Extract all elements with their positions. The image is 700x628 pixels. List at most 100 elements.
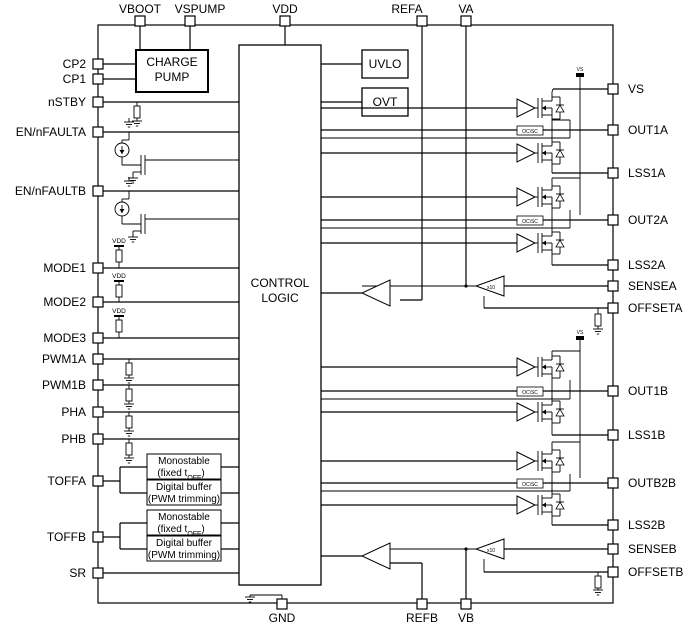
pin-refa <box>416 15 428 27</box>
pin-cp2-label: CP2 <box>63 57 87 71</box>
pin-vs <box>607 83 619 95</box>
pin-mode2 <box>92 296 104 308</box>
ocsc-b1-label: OC\SC <box>522 390 538 396</box>
ovt-block <box>361 87 409 117</box>
pin-refb <box>416 598 428 610</box>
bridge-b: VS OC\SC OC\SC <box>321 330 608 596</box>
pin-offsetb-label: OFFSETB <box>628 565 683 579</box>
pin-pwm1a-label: PWM1A <box>42 352 86 366</box>
monostable-a-label-2-main: (fixed t <box>157 468 187 479</box>
left-pins: CP2 CP1 nSTBY EN/nFAULTA EN/nFAULTB MODE… <box>15 57 104 580</box>
pin-offseta-label: OFFSETA <box>628 301 682 315</box>
pin-vboot-label: VBOOT <box>119 2 162 16</box>
pin-vdd <box>279 15 291 27</box>
monostable-b-label-2-sub: OFF <box>187 531 201 538</box>
pin-vspump-label: VSPUMP <box>175 2 226 16</box>
pin-outb2b-label: OUTB2B <box>628 476 676 490</box>
pin-pha-label: PHA <box>61 405 86 419</box>
pin-en-nfaulta <box>92 126 104 138</box>
pin-lss2a-label: LSS2A <box>628 258 665 272</box>
uvlo-label: UVLO <box>369 57 402 71</box>
pin-en-nfaultb <box>92 185 104 197</box>
monostable-a-label-2-sub: OFF <box>187 475 201 482</box>
charge-pump-label-1: CHARGE <box>146 55 197 69</box>
pin-mode2-label: MODE2 <box>43 295 86 309</box>
pin-vspump <box>184 15 196 27</box>
pin-pwm1b <box>92 379 104 391</box>
sense-amp-a-gain: x10 <box>487 285 495 291</box>
pin-outb2b <box>607 477 619 489</box>
monostable-a-label-1: Monostable <box>158 456 210 467</box>
ocsc-b2-label: OC\SC <box>522 482 538 488</box>
mode1-vdd-label: VDD <box>112 238 126 245</box>
pin-sensea-label: SENSEA <box>628 279 677 293</box>
pin-en-nfaulta-label: EN/nFAULTA <box>16 125 86 139</box>
pin-offsetb <box>607 566 619 578</box>
ovt-label: OVT <box>373 95 398 109</box>
comparator-b <box>360 542 391 570</box>
pin-vdd-label: VDD <box>272 2 298 16</box>
pin-toffa <box>92 475 104 487</box>
pin-mode3-label: MODE3 <box>43 331 86 345</box>
pin-lss1b <box>607 429 619 441</box>
pin-offseta <box>607 302 619 314</box>
right-pins: VS OUT1A LSS1A OUT2A LSS2A SENSEA OFFSET… <box>607 82 683 579</box>
pin-vb <box>460 598 472 610</box>
pin-mode1-label: MODE1 <box>43 261 86 275</box>
monostable-b-label-2: (fixed tOFF) <box>157 524 204 538</box>
pin-gnd <box>276 598 288 610</box>
pin-sr-label: SR <box>69 566 86 580</box>
pin-out1a-label: OUT1A <box>628 123 668 137</box>
pin-toffb <box>92 531 104 543</box>
pin-nstby-label: nSTBY <box>48 95 86 109</box>
pin-toffa-label: TOFFA <box>48 474 86 488</box>
mode2-vdd-label: VDD <box>112 273 126 280</box>
pin-out1a <box>607 124 619 136</box>
pin-lss1a <box>607 167 619 179</box>
pin-vboot <box>134 15 146 27</box>
pin-vs-label: VS <box>628 82 644 96</box>
pin-senseb <box>607 543 619 555</box>
vs-local-b-label: VS <box>577 330 584 336</box>
digital-buffer-b-label-2: (PWM trimming) <box>148 550 220 561</box>
bridge-a: VS OC\SC OC\SC <box>321 67 608 335</box>
control-logic-label-1: CONTROL <box>251 276 310 290</box>
charge-pump-label-2: PUMP <box>155 70 190 84</box>
sense-amp-b <box>474 538 505 560</box>
pin-va-label: VA <box>458 2 473 16</box>
control-logic-label-2: LOGIC <box>261 291 299 305</box>
pin-lss1b-label: LSS1B <box>628 428 665 442</box>
pin-cp1 <box>92 73 104 85</box>
monostable-b-block <box>146 509 222 536</box>
pin-gnd-label: GND <box>269 611 296 625</box>
pin-vb-label: VB <box>458 611 474 625</box>
mode3-vdd-label: VDD <box>112 308 126 315</box>
vs-local-a-label: VS <box>577 67 584 73</box>
pin-mode1 <box>92 262 104 274</box>
pin-out2a <box>607 214 619 226</box>
pin-senseb-label: SENSEB <box>628 542 677 556</box>
digital-buffer-b-label-1: Digital buffer <box>156 538 213 549</box>
pin-mode3 <box>92 332 104 344</box>
pin-cp2 <box>92 58 104 70</box>
control-logic-block <box>238 44 322 586</box>
monostable-b-label-1: Monostable <box>158 512 210 523</box>
sense-amp-b-gain: x10 <box>487 548 495 554</box>
monostable-a-block <box>146 453 222 480</box>
sense-amp-a <box>474 275 505 297</box>
pin-va <box>460 15 472 27</box>
monostable-b-label-2-main: (fixed t <box>157 524 187 535</box>
pin-sr <box>92 567 104 579</box>
pin-lss1a-label: LSS1A <box>628 166 665 180</box>
pin-out1b-label: OUT1B <box>628 384 668 398</box>
pin-cp1-label: CP1 <box>63 72 87 86</box>
pin-nstby <box>92 96 104 108</box>
charge-pump-block <box>135 49 209 93</box>
pin-pwm1b-label: PWM1B <box>42 378 86 392</box>
pin-sensea <box>607 280 619 292</box>
pin-out2a-label: OUT2A <box>628 213 668 227</box>
pin-phb <box>92 433 104 445</box>
pin-pwm1a <box>92 353 104 365</box>
pin-lss2b <box>607 519 619 531</box>
